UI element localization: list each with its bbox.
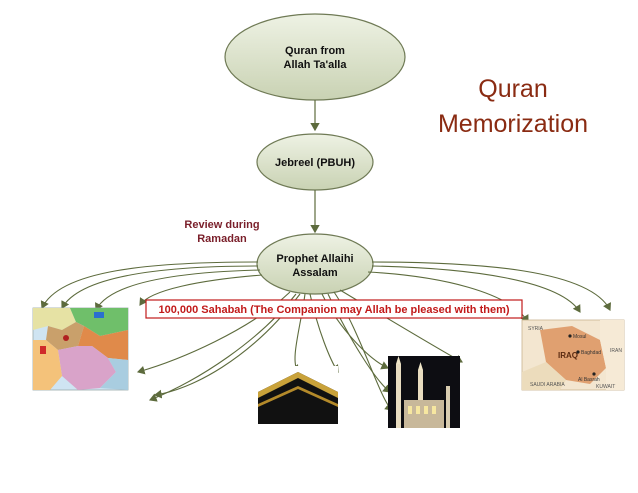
arrow-to-map-left-3: [95, 269, 261, 311]
fan-out-arrows: [40, 261, 611, 411]
node-prophet: Prophet Allaihi Assalam: [256, 233, 374, 295]
mosque-night-image: [388, 356, 460, 428]
arrow-to-map-right-1: [371, 261, 611, 311]
review-note-line-1: Review during: [184, 219, 259, 231]
sahabah-banner-label: 100,000 Sahabah (The Companion may Allah…: [158, 304, 509, 316]
kaaba-image: [258, 366, 338, 424]
node-jebreel: Jebreel (PBUH): [256, 133, 374, 191]
node-prophet-line-1: Prophet Allaihi: [276, 253, 353, 265]
middle-east-map-image: [32, 307, 129, 391]
map-label-syria: SYRIA: [528, 326, 544, 332]
node-source-line-1: Quran from: [285, 45, 345, 57]
arrow-to-map-left-2: [61, 265, 259, 309]
title-line-2: Memorization: [438, 110, 588, 138]
node-jebreel-label: Jebreel (PBUH): [275, 157, 355, 169]
iraq-map-image: SYRIA IRAN SAUDI ARABIA KUWAIT IRAQ Mosu…: [521, 319, 625, 391]
title-line-1: Quran: [478, 75, 547, 103]
review-note-line-2: Ramadan: [197, 233, 247, 245]
map-city-basrah: Al Basrah: [578, 377, 600, 383]
node-source-line-2: Allah Ta'alla: [284, 59, 348, 71]
node-prophet-line-2: Assalam: [292, 267, 337, 279]
map-label-iraq: IRAQ: [558, 351, 578, 360]
arrow-to-map-right-2: [371, 265, 581, 313]
arrow-to-map-left-1: [40, 261, 259, 309]
arrow-to-map-left-4: [139, 274, 263, 306]
map-label-iran: IRAN: [610, 348, 622, 354]
sahabah-banner: 100,000 Sahabah (The Companion may Allah…: [145, 299, 523, 319]
map-label-kuwait: KUWAIT: [596, 384, 615, 390]
map-city-mosul: Mosul: [573, 334, 586, 340]
node-source: Quran from Allah Ta'alla: [224, 13, 406, 101]
map-city-baghdad: Baghdad: [581, 350, 601, 356]
map-label-saudi: SAUDI ARABIA: [530, 382, 565, 388]
